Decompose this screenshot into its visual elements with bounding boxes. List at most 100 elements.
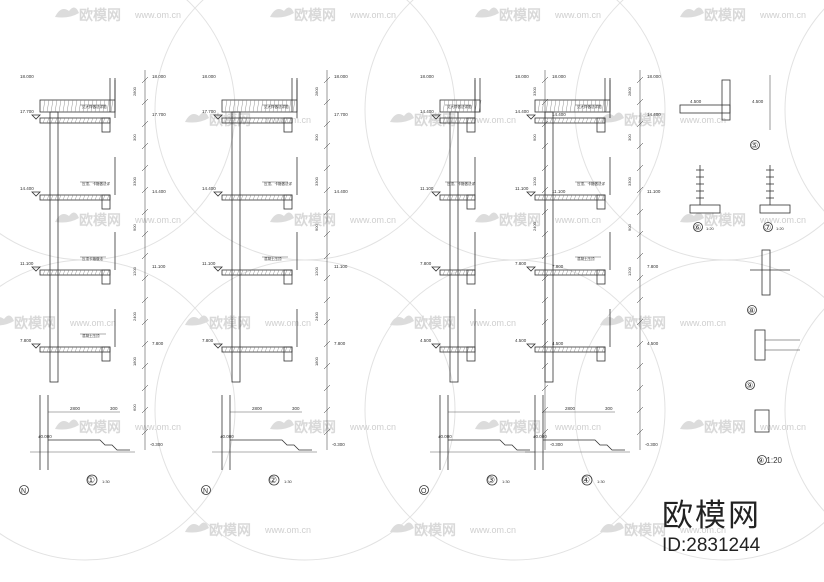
slab-hatch xyxy=(470,194,474,201)
slab-hatch xyxy=(541,99,545,113)
detail-scale: 1:20 xyxy=(706,226,715,231)
dimension-tick xyxy=(636,98,644,106)
watermark-logo-icon xyxy=(390,315,414,326)
dimension-label: 600 xyxy=(132,404,137,411)
beam xyxy=(466,117,476,133)
watermark-text: 欧模网 xyxy=(624,522,666,538)
elevation-label: 17.700 xyxy=(202,109,216,114)
dimension-label: 3300 xyxy=(314,176,319,186)
north-mark-circle xyxy=(201,485,211,495)
beam xyxy=(283,117,293,133)
watermark-arc xyxy=(154,259,456,561)
watermark-url: www.om.cn xyxy=(554,10,601,20)
slab-hatch xyxy=(585,117,589,124)
watermark-arc xyxy=(784,308,824,512)
elevation-label: 7.800 xyxy=(202,338,214,343)
slab-hatch xyxy=(70,269,74,276)
slab-hatch xyxy=(537,194,541,201)
watermark-logo-icon xyxy=(475,419,499,430)
dimension-tick xyxy=(141,186,149,194)
watermark-arc xyxy=(784,8,824,212)
elevation-label: 7.800 xyxy=(334,341,346,346)
watermark-logo-icon xyxy=(185,112,209,123)
slab-hatch xyxy=(268,117,272,124)
slab-hatch xyxy=(58,99,62,113)
slab-hatch xyxy=(248,117,252,124)
steps-profile xyxy=(48,439,130,451)
dimension-label: 1800 xyxy=(132,356,137,366)
elevation-marker-icon xyxy=(213,343,223,349)
slab-hatch xyxy=(82,346,86,353)
slab-hatch xyxy=(236,117,240,124)
slab-hatch xyxy=(224,269,228,276)
slab-hatch xyxy=(42,269,46,276)
brand-name: 欧模网 xyxy=(662,498,761,533)
slab-hatch xyxy=(545,99,549,113)
elevation-label: 7.800 xyxy=(152,341,164,346)
slab-hatch xyxy=(557,117,561,124)
watermark-url: www.om.cn xyxy=(264,115,311,125)
elevation-label: 18.000 xyxy=(647,74,661,79)
slab-hatch xyxy=(102,117,106,124)
slab-hatch xyxy=(90,194,94,201)
slab-hatch xyxy=(597,346,601,353)
slab-hatch xyxy=(605,99,609,113)
watermark-text: 欧模网 xyxy=(79,419,121,435)
slab-hatch xyxy=(244,194,248,201)
elevation-label: -0.300 xyxy=(332,442,345,447)
slab-hatch xyxy=(284,194,288,201)
dimension-label: 2800 xyxy=(70,406,81,411)
slab-hatch xyxy=(268,269,272,276)
slab-hatch xyxy=(470,269,474,276)
slab-hatch xyxy=(248,194,252,201)
dimension-tick xyxy=(141,362,149,370)
watermark-logo-icon xyxy=(0,315,14,326)
slab-hatch xyxy=(106,194,110,201)
slab-hatch xyxy=(577,194,581,201)
slab-hatch xyxy=(98,194,102,201)
detail-number: ⑦ xyxy=(764,223,771,232)
elevation-marker-icon xyxy=(526,343,536,349)
watermark-logo-icon xyxy=(600,315,624,326)
slab-hatch xyxy=(541,194,545,201)
slab-hatch xyxy=(98,99,102,113)
slab-hatch xyxy=(232,269,236,276)
slab-hatch xyxy=(450,99,454,113)
slab-hatch xyxy=(102,346,106,353)
slab-hatch xyxy=(577,269,581,276)
slab xyxy=(679,104,731,114)
callout-label: 见大样做法详图 xyxy=(447,104,472,109)
brand-block: 欧模网 ID:2831244 xyxy=(662,498,802,558)
slab-hatch xyxy=(288,346,292,353)
elevation-label: 14.400 xyxy=(334,189,348,194)
dimension-label: 900 xyxy=(532,134,537,141)
elevation-marker-icon xyxy=(431,266,441,272)
dimension-tick xyxy=(636,208,644,216)
slab-hatch xyxy=(54,346,58,353)
beam xyxy=(101,269,111,285)
beam xyxy=(101,346,111,362)
slab-hatch xyxy=(54,269,58,276)
watermark-logo-icon xyxy=(55,212,79,223)
slab-hatch xyxy=(78,194,82,201)
slab-hatch xyxy=(589,269,593,276)
slab-hatch xyxy=(74,194,78,201)
elevation-label: 11.100 xyxy=(647,189,661,194)
slab-hatch xyxy=(264,269,268,276)
dimension-label: 1200 xyxy=(314,266,319,276)
detail-number-circle xyxy=(757,455,767,465)
slab-hatch xyxy=(224,99,228,113)
slab-hatch xyxy=(86,194,90,201)
callout-label: 混凝土压顶 xyxy=(82,333,100,338)
slab-hatch xyxy=(470,99,474,113)
slab-hatch xyxy=(553,194,557,201)
elevation-label: 4.500 xyxy=(752,99,764,104)
slab-hatch xyxy=(581,269,585,276)
elevation-label: 4.500 xyxy=(690,99,702,104)
section-2: 17.70017.700见大样做法详图14.40014.400压顶、卡箍做法详1… xyxy=(201,70,348,495)
detail-number-circle xyxy=(693,222,703,232)
dimension-label: 3300 xyxy=(532,86,537,96)
slab xyxy=(439,269,476,276)
slab-hatch xyxy=(597,99,601,113)
slab-hatch xyxy=(78,117,82,124)
